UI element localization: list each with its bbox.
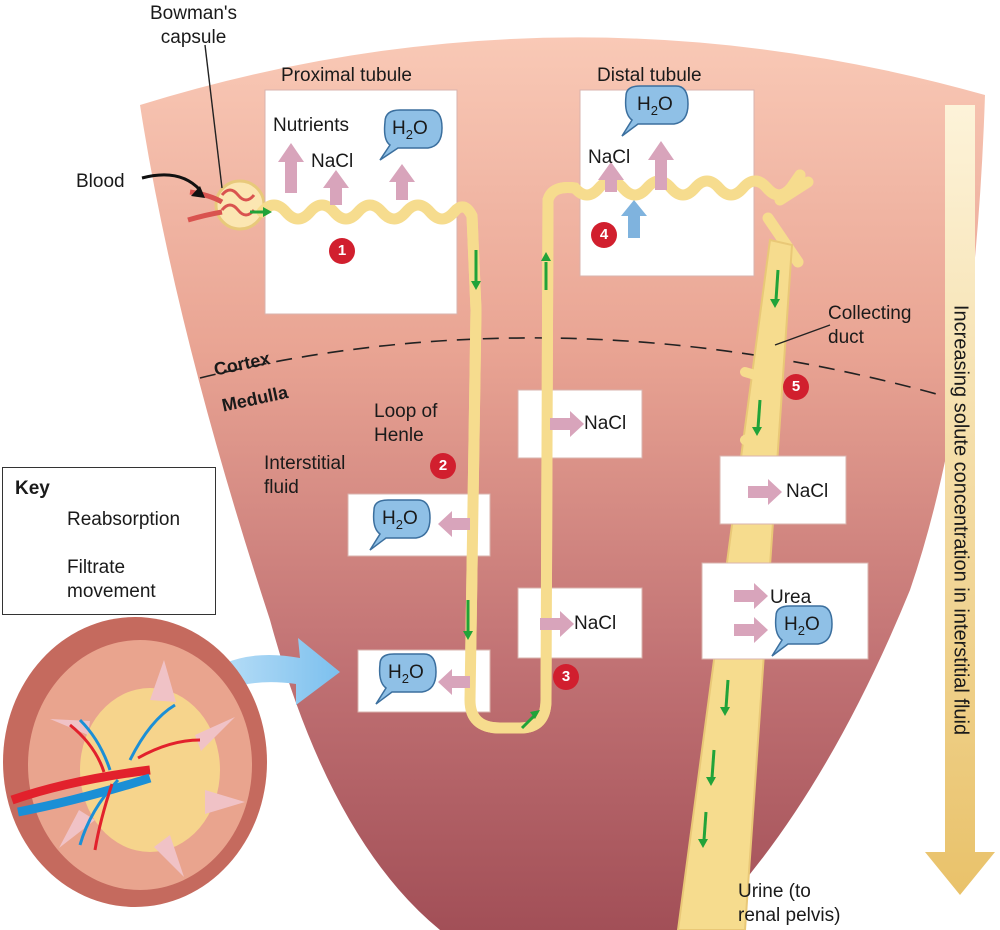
bowmans-capsule-label: Bowman's capsule bbox=[150, 3, 238, 48]
urea-label: Urea bbox=[770, 587, 812, 608]
blood-vessel bbox=[187, 189, 224, 223]
nacl-label-ascending: NaCl bbox=[584, 413, 627, 434]
nacl-label-proximal: NaCl bbox=[311, 151, 354, 172]
bowman-leader bbox=[204, 44, 223, 189]
kidney-illustration bbox=[3, 617, 267, 907]
blood-label: Blood bbox=[76, 171, 125, 192]
nacl-label-distal: NaCl bbox=[588, 147, 631, 168]
key-filtrate-label: Filtrate movement bbox=[67, 557, 156, 602]
active-transport-arrow bbox=[621, 200, 647, 238]
filtrate-arrows bbox=[250, 207, 780, 848]
loop-of-henle-label: Loop of Henle bbox=[374, 401, 438, 446]
nacl-label-duct: NaCl bbox=[786, 481, 829, 502]
collecting-leader bbox=[774, 324, 831, 346]
collecting-duct-label: Collecting duct bbox=[828, 303, 912, 348]
step-badge-4: 4 bbox=[591, 222, 617, 248]
blood-arrow bbox=[141, 173, 202, 192]
step-badge-3: 3 bbox=[553, 664, 579, 690]
step-badge-2: 2 bbox=[430, 453, 456, 479]
h2o-label-distal: H2O bbox=[637, 94, 673, 118]
h2o-label-descending-upper: H2O bbox=[382, 508, 418, 532]
reabsorption-arrows bbox=[278, 141, 782, 695]
h2o-label-duct: H2O bbox=[784, 614, 820, 638]
distal-tubule-label: Distal tubule bbox=[597, 65, 702, 86]
nacl-label-lower: NaCl bbox=[574, 613, 617, 634]
proximal-tubule-label: Proximal tubule bbox=[281, 65, 412, 86]
h2o-label-descending-lower: H2O bbox=[388, 662, 424, 686]
nutrients-label: Nutrients bbox=[273, 115, 350, 136]
key-legend: Key Reabsorption Filtrate movement bbox=[2, 467, 216, 615]
key-reabsorption-label: Reabsorption bbox=[67, 509, 181, 530]
step-badge-5: 5 bbox=[783, 374, 809, 400]
gradient-label: Increasing solute concentration in inter… bbox=[949, 304, 972, 736]
gradient-arrow bbox=[925, 105, 995, 895]
key-title: Key bbox=[15, 478, 50, 499]
interstitial-fluid-label: Interstitial fluid bbox=[264, 453, 346, 498]
blue-curved-arrow bbox=[160, 638, 340, 738]
cortex-medulla-boundary bbox=[199, 337, 941, 396]
water-bubbles bbox=[369, 85, 833, 705]
urine-label: Urine (to renal pelvis) bbox=[738, 881, 841, 926]
h2o-label-proximal: H2O bbox=[392, 118, 428, 142]
bowmans-capsule-shape bbox=[214, 179, 266, 231]
step-badge-1: 1 bbox=[329, 238, 355, 264]
